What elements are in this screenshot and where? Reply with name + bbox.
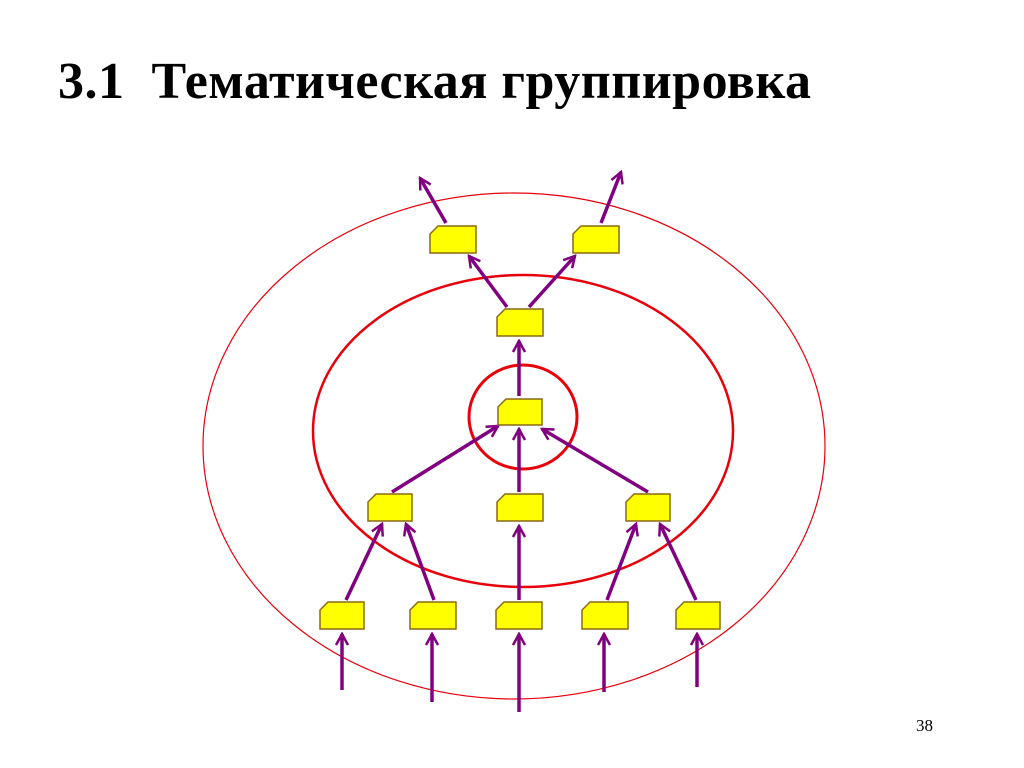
dependency-arrows xyxy=(342,172,697,712)
node-bottom-3 xyxy=(495,601,543,630)
outer-ring xyxy=(202,192,826,700)
arrow-18 xyxy=(599,172,621,224)
middle-ring xyxy=(311,273,735,589)
arrow-7 xyxy=(406,524,436,601)
node-bottom-2 xyxy=(409,601,457,630)
arrow-15 xyxy=(469,256,509,309)
node-upper xyxy=(496,308,544,337)
node-bottom-1 xyxy=(319,601,365,630)
node-bottom-5 xyxy=(675,601,721,630)
arrow-11 xyxy=(391,424,498,494)
node-top-right xyxy=(572,225,620,254)
node-middle-center xyxy=(496,493,544,522)
page-number: 38 xyxy=(916,716,933,735)
arrow-9 xyxy=(605,524,636,601)
node-top-left xyxy=(429,225,477,254)
topic-nodes xyxy=(319,225,721,630)
grouping-rings xyxy=(202,192,826,700)
arrow-10 xyxy=(660,524,698,601)
arrow-13 xyxy=(542,427,649,494)
node-core xyxy=(497,398,543,426)
node-middle-right xyxy=(625,493,671,522)
node-bottom-4 xyxy=(581,601,629,630)
slide-title: 3.1 Тематическая группировка xyxy=(58,53,812,110)
arrow-6 xyxy=(344,524,382,601)
arrow-17 xyxy=(418,178,448,224)
inner-ring xyxy=(467,363,579,471)
arrow-16 xyxy=(527,256,575,309)
node-middle-left xyxy=(367,493,413,522)
